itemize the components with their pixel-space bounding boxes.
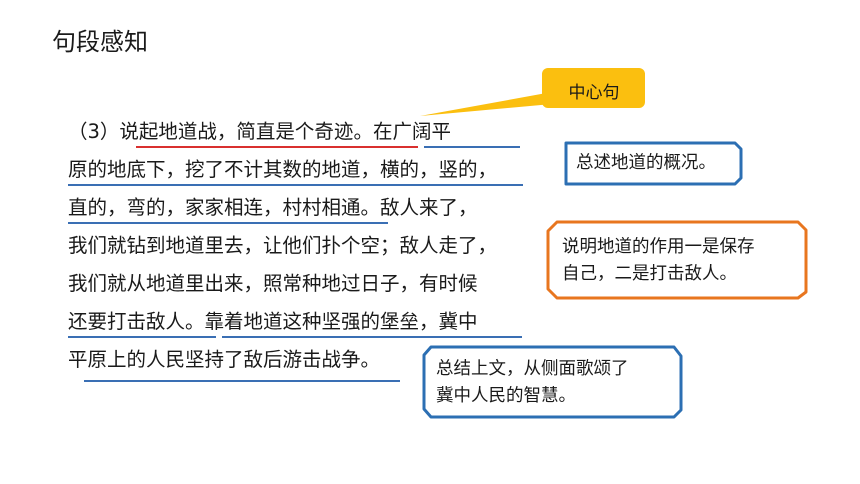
center-sentence-tag: 中心句 xyxy=(568,83,620,103)
note-overview: 总述地道的概况。 xyxy=(576,153,716,173)
page-title: 句段感知 xyxy=(52,28,148,56)
overview-end: 直的，弯的，家家相连，村村相通 xyxy=(68,196,361,219)
para-line-4: 我们就钻到地道里去，让他们扑个空；敌人走了， xyxy=(68,234,498,257)
function-start: 。敌人来了， xyxy=(360,196,478,219)
note-function-2: 自己，二是打击敌人。 xyxy=(562,264,737,284)
overview-start: 在广阔平 xyxy=(372,120,451,143)
underline-overview-2 xyxy=(68,184,523,186)
overview-box xyxy=(564,141,743,186)
summary-end: 平原上的人民坚持了敌后游击战争 xyxy=(68,348,361,371)
underline-overview-3 xyxy=(68,222,388,224)
underline-summary-1 xyxy=(222,336,522,338)
underline-summary-2 xyxy=(84,380,400,382)
underline-overview-1 xyxy=(424,146,520,148)
summary-start: 靠着地道这种坚强的堡垒，冀中 xyxy=(204,310,478,333)
para-line-6: 还要打击敌人。靠着地道这种坚强的堡垒，冀中 xyxy=(68,302,478,342)
para-number: （3） xyxy=(68,120,120,143)
punct: 。 xyxy=(360,348,381,371)
punct: 。 xyxy=(353,120,373,143)
center-sentence: 说起地道战，简直是个奇迹 xyxy=(119,120,354,143)
para-line-7: 平原上的人民坚持了敌后游击战争。 xyxy=(68,340,380,380)
para-line-5: 我们就从地道里出来，照常种地过日子，有时候 xyxy=(68,272,478,295)
summary-box xyxy=(422,345,683,419)
punct: 。 xyxy=(185,310,205,333)
underline-function xyxy=(68,336,216,338)
function-box xyxy=(546,220,808,300)
para-line-2: 原的地底下，挖了不计其数的地道，横的，竖的， xyxy=(68,158,498,181)
note-function-1: 说明地道的作用一是保存 xyxy=(562,237,755,257)
para-line-1: （3）说起地道战，简直是个奇迹。在广阔平 xyxy=(68,112,451,152)
note-summary-1: 总结上文，从侧面歌颂了 xyxy=(436,359,629,379)
underline-center-sentence xyxy=(136,146,418,148)
note-summary-2: 冀中人民的智慧。 xyxy=(436,386,576,406)
center-tag-pointer xyxy=(420,92,552,116)
para-line-3: 直的，弯的，家家相连，村村相通。敌人来了， xyxy=(68,188,478,228)
function-end: 还要打击敌人 xyxy=(68,310,186,333)
center-tag-box xyxy=(542,68,645,108)
